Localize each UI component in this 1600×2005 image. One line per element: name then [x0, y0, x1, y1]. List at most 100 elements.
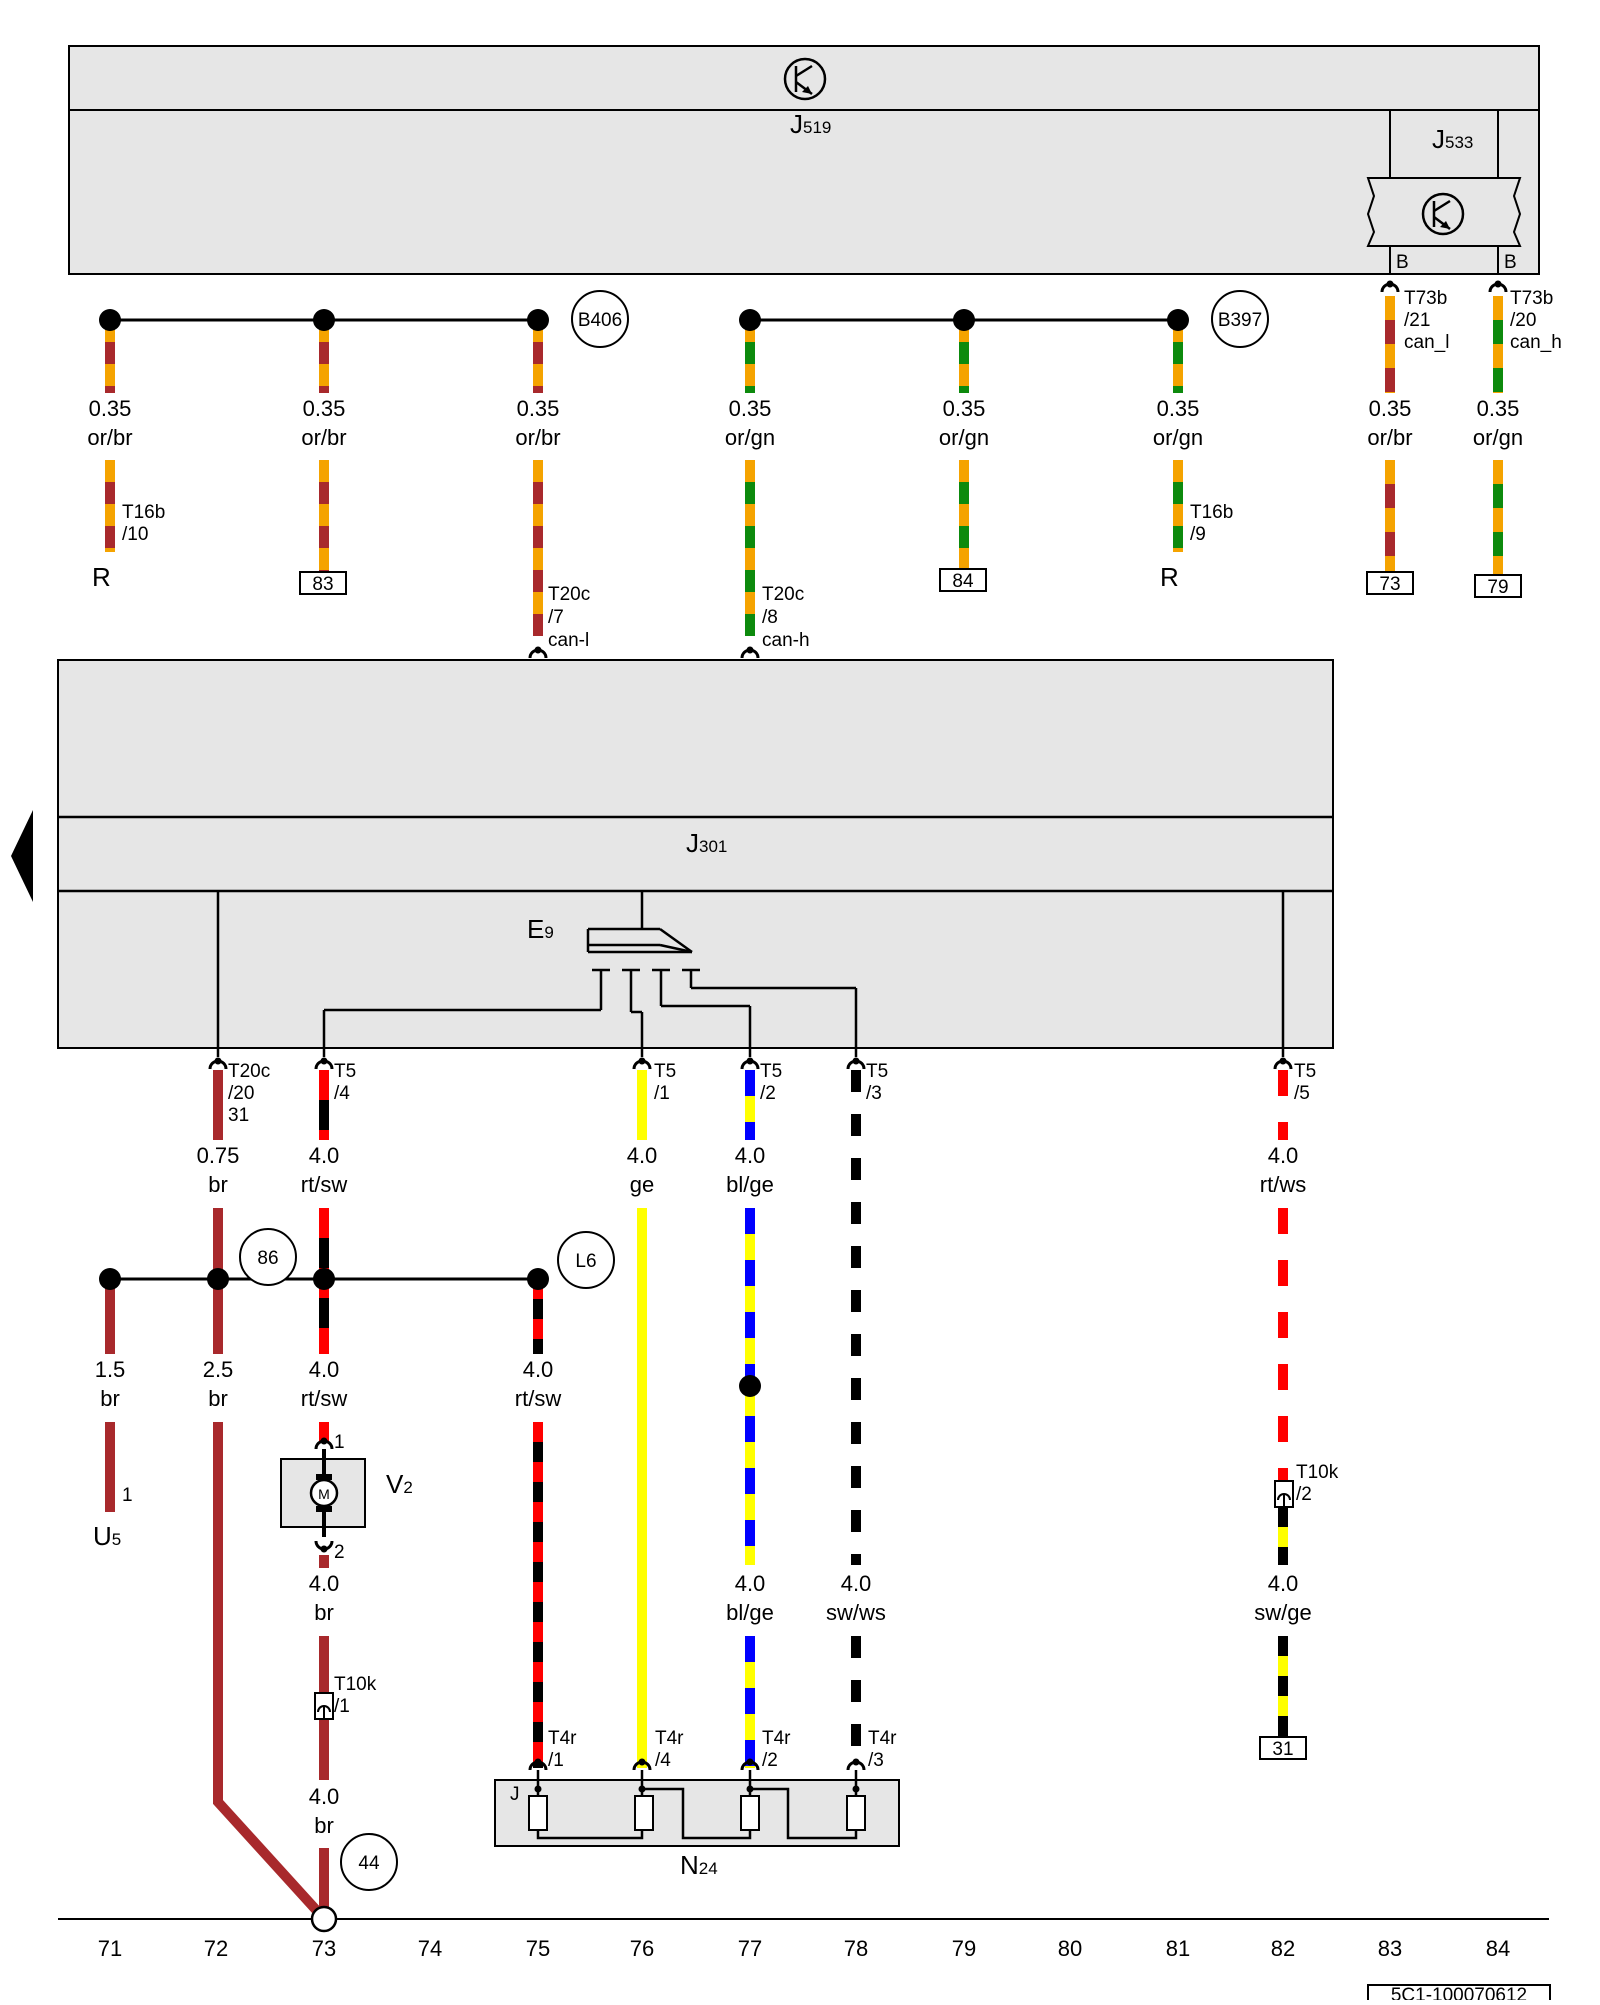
wire-76-t5	[637, 1070, 647, 1140]
svg-text:J: J	[510, 1784, 520, 1805]
svg-text:T20c: T20c	[548, 584, 590, 605]
svg-text:rt/ws: rt/ws	[1260, 1172, 1306, 1197]
wire-82-t5	[1278, 1070, 1288, 1140]
svg-text:4.0: 4.0	[309, 1784, 340, 1809]
wire-label-71-u5: 1.5 br	[95, 1357, 126, 1411]
wire-label-76-t5: 4.0 ge	[627, 1143, 658, 1197]
svg-text:/3: /3	[866, 1083, 882, 1104]
page-continue-arrow[interactable]	[11, 810, 33, 902]
svg-text:/7: /7	[548, 607, 564, 628]
wire-76-long	[637, 1208, 647, 1768]
splice-dots-mid	[99, 1268, 761, 1397]
svg-text:or/gn: or/gn	[939, 425, 989, 450]
wire-81-top-a	[1173, 320, 1183, 393]
e9-label: E9	[527, 914, 554, 944]
wire-73-v2-low	[319, 1555, 329, 1568]
svg-text:T10k: T10k	[334, 1674, 377, 1695]
grid-number: 76	[630, 1936, 654, 1961]
wire-72-t20	[213, 1070, 223, 1140]
svg-text:4.0: 4.0	[627, 1143, 658, 1168]
svg-text:31: 31	[1272, 1739, 1293, 1760]
wire-77-top-b	[745, 460, 755, 636]
svg-text:T4r: T4r	[868, 1728, 897, 1749]
ref-r-81: R	[1160, 562, 1179, 592]
connector-t73b-20: T73b /20 can_h	[1488, 280, 1562, 353]
grid-number: 74	[418, 1936, 442, 1961]
wire-label-72-t20: 0.75 br	[197, 1143, 240, 1197]
wire-label-73-t5: 4.0 rt/sw	[301, 1143, 348, 1197]
svg-text:T4r: T4r	[655, 1728, 684, 1749]
j533-pin-b-left: B	[1396, 252, 1409, 273]
connector-t5-3: T5 /3	[846, 1057, 888, 1104]
connector-t10k-2: T10k /2	[1274, 1462, 1339, 1508]
connector-t5-2: T5 /2	[740, 1057, 782, 1104]
svg-text:86: 86	[257, 1248, 278, 1269]
ref-box-73: 73	[1366, 571, 1414, 595]
svg-text:1: 1	[334, 1432, 345, 1453]
connector-t20c-7: T20c /7 can-l	[528, 584, 590, 659]
wire-label-84-top: 0.35 or/gn	[1473, 396, 1523, 450]
svg-text:4.0: 4.0	[309, 1357, 340, 1382]
connector-t20c-20: T20c /20 31	[208, 1057, 270, 1126]
splice-l6: L6	[557, 1231, 615, 1289]
svg-text:B406: B406	[578, 310, 622, 331]
svg-text:4.0: 4.0	[1268, 1143, 1299, 1168]
wire-71-top-b	[105, 460, 115, 552]
ref-box-31: 31	[1259, 1736, 1307, 1760]
wire-label-77-t5: 4.0 bl/ge	[726, 1143, 774, 1197]
svg-text:T4r: T4r	[548, 1728, 577, 1749]
wire-label-75-n24: 4.0 rt/sw	[515, 1357, 562, 1411]
splice-b397: B397	[1211, 290, 1269, 348]
j533-unit: J533 B B	[1366, 110, 1522, 274]
j301-label: J301	[686, 828, 727, 858]
svg-text:/2: /2	[760, 1083, 776, 1104]
svg-text:or/gn: or/gn	[725, 425, 775, 450]
svg-text:T5: T5	[334, 1061, 356, 1082]
svg-text:2.5: 2.5	[203, 1357, 234, 1382]
svg-text:/1: /1	[654, 1083, 670, 1104]
svg-text:/3: /3	[868, 1750, 884, 1771]
ref-box-83: 83	[299, 571, 347, 595]
svg-text:/9: /9	[1190, 524, 1206, 545]
ref-box-84: 84	[939, 568, 987, 592]
svg-text:0.35: 0.35	[729, 396, 772, 421]
wire-72-top-b	[319, 460, 329, 572]
grid-number: 78	[844, 1936, 868, 1961]
wire-label-78-low: 4.0 sw/ws	[826, 1571, 886, 1625]
wire-77-top-a	[745, 320, 755, 393]
wire-label-83-top: 0.35 or/br	[1367, 396, 1412, 450]
v2-label: V2	[386, 1469, 413, 1499]
splice-44: 44	[340, 1833, 398, 1891]
wire-label-75-top: 0.35 or/br	[515, 396, 560, 450]
svg-text:4.0: 4.0	[309, 1571, 340, 1596]
svg-text:rt/sw: rt/sw	[301, 1172, 348, 1197]
svg-text:/1: /1	[334, 1696, 350, 1717]
connector-t73b-21: T73b /21 can_l	[1380, 280, 1449, 353]
wire-label-73-gnd: 4.0 br	[309, 1784, 340, 1838]
wire-84-top-b	[1493, 460, 1503, 575]
u5-label: U5	[93, 1521, 121, 1551]
wire-label-71-top: 0.35 or/br	[87, 396, 132, 450]
connector-t5-1: T5 /1	[632, 1057, 676, 1104]
svg-text:1: 1	[122, 1485, 133, 1506]
wire-83-top-a	[1385, 296, 1395, 393]
grid-number: 75	[526, 1936, 550, 1961]
footer-code: 5C1-100070612	[1367, 1984, 1551, 2005]
svg-text:T5: T5	[654, 1061, 676, 1082]
svg-text:br: br	[314, 1813, 334, 1838]
svg-text:T5: T5	[760, 1061, 782, 1082]
svg-text:1.5: 1.5	[95, 1357, 126, 1382]
n24-series-resistor: J N24	[494, 1770, 900, 1880]
wire-label-82-low: 4.0 sw/ge	[1254, 1571, 1311, 1625]
svg-text:83: 83	[312, 574, 333, 595]
connector-t10k-1: T10k /1	[314, 1674, 377, 1720]
svg-text:br: br	[314, 1600, 334, 1625]
wire-label-72-top: 0.35 or/br	[301, 396, 346, 450]
svg-text:br: br	[208, 1386, 228, 1411]
svg-text:or/br: or/br	[301, 425, 346, 450]
svg-text:0.35: 0.35	[303, 396, 346, 421]
splice-86: 86	[239, 1228, 297, 1286]
wire-75-n24-b	[533, 1422, 543, 1768]
